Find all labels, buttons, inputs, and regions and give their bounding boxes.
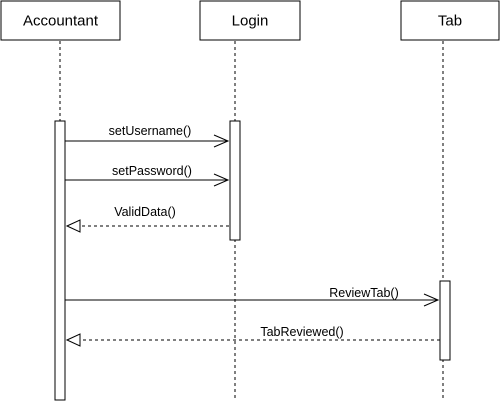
hollow-arrowhead-icon [65, 219, 81, 233]
message-label: ReviewTab() [329, 286, 398, 300]
activations [54, 120, 451, 401]
open-arrowhead-icon [213, 134, 230, 148]
participant-box [199, 0, 301, 41]
message-label: ValidData() [114, 205, 176, 219]
participant-box [400, 0, 500, 41]
participant-label: Tab [438, 13, 462, 30]
participant-accountant: Accountant [0, 0, 121, 41]
participant-label: Accountant [23, 13, 99, 30]
open-arrowhead-icon [423, 293, 440, 307]
participant-label: Login [232, 13, 269, 30]
message-set-username: setUsername() [65, 124, 230, 148]
activation-bar-tab [439, 280, 451, 361]
participant-login: Login [199, 0, 301, 41]
activation-bar-accountant [54, 120, 66, 401]
message-tab-reviewed: TabReviewed() [65, 325, 440, 347]
message-valid-data: ValidData() [65, 205, 229, 233]
message-set-password: setPassword() [65, 164, 230, 187]
hollow-arrowhead-icon [65, 333, 81, 347]
message-label: TabReviewed() [260, 325, 343, 339]
open-arrowhead-icon [213, 173, 230, 187]
lifelines [59, 41, 444, 400]
message-label: setPassword() [112, 164, 192, 178]
message-review-tab: ReviewTab() [65, 286, 440, 307]
participant-box [0, 0, 121, 41]
participant-tab: Tab [400, 0, 500, 41]
activation-bar-login [229, 120, 241, 241]
message-label: setUsername() [109, 124, 192, 138]
